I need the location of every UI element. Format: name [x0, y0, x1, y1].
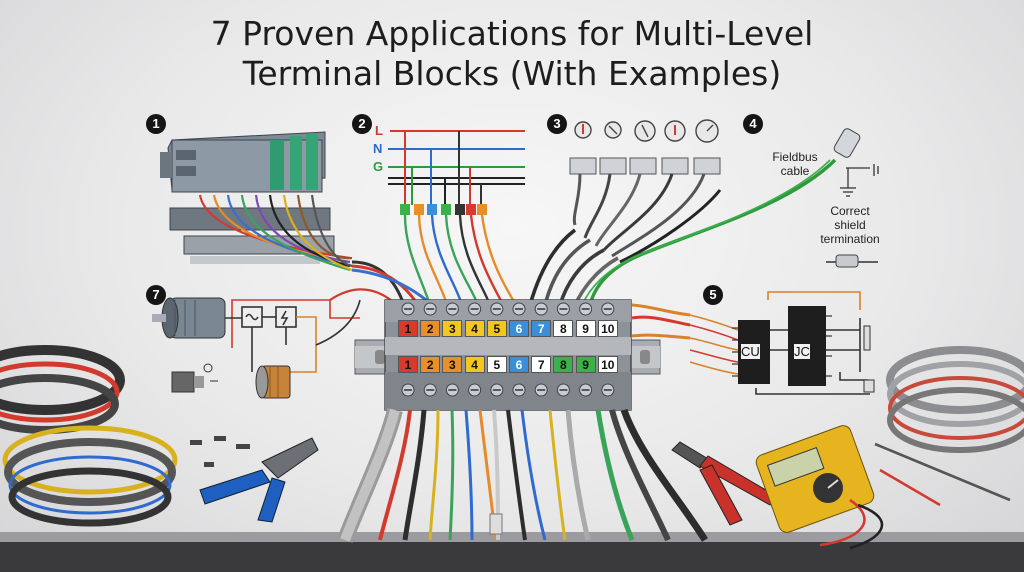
- ic-pins: [732, 315, 832, 377]
- relay-coil: [255, 365, 291, 399]
- ic-cap: [863, 379, 875, 393]
- table-edge: [0, 540, 1024, 572]
- small-actuator: [171, 363, 218, 393]
- crimper-right: [671, 441, 777, 526]
- terminal-bottom-marker-3: 3: [442, 356, 463, 373]
- lower-cables: [337, 408, 708, 543]
- application-2-badge: 2: [352, 114, 372, 134]
- title-line-2: Terminal Blocks (With Examples): [242, 54, 782, 93]
- terminal-top-marker-10: 10: [597, 320, 618, 337]
- terminal-top-marker-8: 8: [553, 320, 574, 337]
- terminal-screws: [401, 302, 615, 397]
- sensor-connectors: [569, 157, 721, 175]
- terminal-top-marker-2: 2: [420, 320, 441, 337]
- terminal-bottom-marker-1: 1: [398, 356, 418, 373]
- terminal-top-marker-1: 1: [398, 320, 418, 337]
- bundle-1-to-block: [351, 260, 433, 307]
- terminal-bottom-marker-2: 2: [420, 356, 441, 373]
- wire-ferrule: [489, 513, 503, 535]
- terminal-bottom-marker-5: 5: [486, 356, 507, 373]
- line-g-label: G: [373, 159, 384, 174]
- ic-resistor: [863, 325, 871, 351]
- terminal-bottom-marker-8: 8: [553, 356, 574, 373]
- sensor-cables: [572, 173, 722, 264]
- terminal-bottom-marker-10: 10: [597, 356, 618, 373]
- ic-board-traces: [689, 291, 870, 395]
- terminal-top-marker-9: 9: [575, 320, 596, 337]
- ic-bundle-to-block: [631, 303, 691, 340]
- line-l-label: L: [375, 123, 383, 138]
- fieldbus-lower-plug: [826, 254, 878, 268]
- ic-jc-label: JC: [794, 344, 810, 359]
- line-n-label: N: [373, 141, 383, 156]
- terminal-top-marker-5: 5: [486, 320, 507, 337]
- application-4-badge: 4: [743, 114, 763, 134]
- application-1-badge: 1: [146, 114, 166, 134]
- probe-leads: [819, 442, 1011, 550]
- small-screws: [190, 436, 250, 467]
- terminal-top-marker-7: 7: [531, 320, 552, 337]
- application-3-badge: 3: [547, 114, 567, 134]
- left-cable-coils: [0, 345, 178, 527]
- title-line-1: 7 Proven Applications for Multi-Level: [210, 14, 814, 53]
- terminal-top-marker-3: 3: [442, 320, 463, 337]
- plc-wires: [198, 194, 353, 272]
- shield-ground: [840, 164, 879, 197]
- motor: [152, 297, 226, 339]
- sensor-icons: [574, 119, 719, 143]
- motor-circuit: [225, 288, 399, 373]
- terminal-bottom-marker-6: 6: [509, 356, 529, 373]
- power-fuses: [400, 204, 487, 215]
- power-drops: [403, 214, 518, 306]
- multimeter: [755, 425, 875, 533]
- shield-termination-label: Correct shield termination: [820, 204, 880, 246]
- page-title: 7 Proven Applications for Multi-Level Te…: [0, 14, 1024, 94]
- fieldbus-cable-label: Fieldbus cable: [772, 150, 818, 178]
- ic-cu-label: CU: [741, 344, 760, 359]
- right-cable-coils: [886, 346, 1024, 453]
- fieldbus-connector: [581, 128, 861, 306]
- power-lines: [388, 130, 525, 205]
- terminal-bottom-marker-9: 9: [575, 356, 596, 373]
- application-5-badge: 5: [703, 285, 723, 305]
- sensor-bundle: [528, 228, 619, 306]
- terminal-top-marker-4: 4: [464, 320, 485, 337]
- application-7-badge: 7: [146, 285, 166, 305]
- terminal-top-marker-6: 6: [509, 320, 529, 337]
- terminal-block-body: [384, 299, 632, 411]
- terminal-bottom-marker-4: 4: [464, 356, 485, 373]
- wire-stripper-left: [199, 437, 319, 523]
- plc-module: [160, 131, 326, 193]
- terminal-bottom-marker-7: 7: [531, 356, 552, 373]
